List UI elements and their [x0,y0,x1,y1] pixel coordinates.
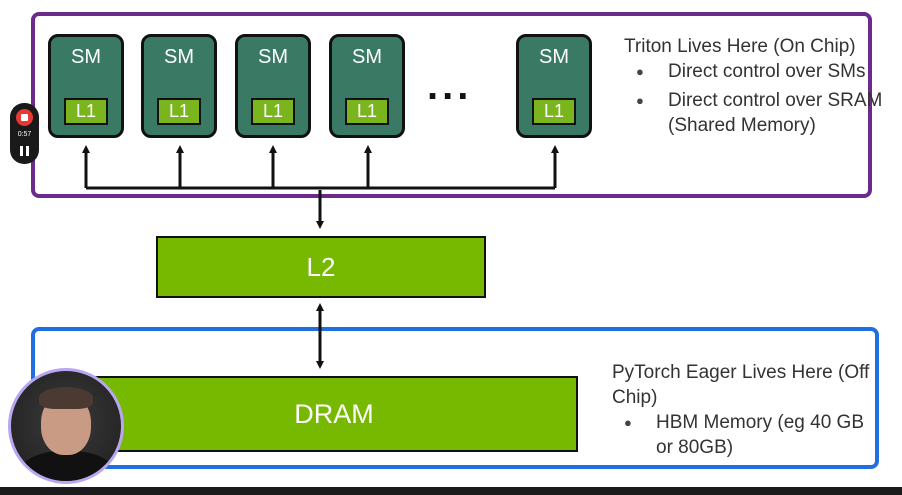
sm-label: SM [539,46,569,68]
pytorch-heading: PyTorch Eager Lives Here (Off Chip) [612,362,870,408]
pause-icon[interactable] [20,146,29,156]
sm-label: SM [258,46,288,68]
sm-label: SM [352,46,382,68]
sm-block: SM L1 [235,34,311,138]
pytorch-note: PyTorch Eager Lives Here (Off Chip) HBM … [612,360,874,460]
sm-block: SM L1 [48,34,124,138]
l1-cache: L1 [157,98,201,125]
sm-block: SM L1 [516,34,592,138]
sm-label: SM [71,46,101,68]
l1-cache: L1 [251,98,295,125]
l1-cache: L1 [64,98,108,125]
presenter-avatar [8,368,124,484]
l2-cache: L2 [156,236,486,298]
pytorch-bullet: HBM Memory (eg 40 GB or 80GB) [624,410,874,460]
l1-cache: L1 [345,98,389,125]
bottom-bar [0,487,902,495]
dram-block: DRAM [90,376,578,452]
presenter-hair [39,387,93,409]
more-sms-ellipsis: ... [427,64,473,108]
presenter-body [19,451,115,481]
triton-heading: Triton Lives Here (On Chip) [624,36,856,57]
recording-widget: 0:57 [10,103,39,164]
pytorch-bullets: HBM Memory (eg 40 GB or 80GB) [612,410,874,460]
triton-bullet: Direct control over SMs [636,59,886,84]
l1-cache: L1 [532,98,576,125]
triton-note: Triton Lives Here (On Chip) Direct contr… [624,34,886,138]
triton-bullet: Direct control over SRAM (Shared Memory) [636,88,886,138]
recording-time: 0:57 [17,131,32,138]
triton-bullets: Direct control over SMs Direct control o… [624,59,886,138]
sm-block: SM L1 [329,34,405,138]
stop-icon[interactable] [16,109,33,126]
sm-block: SM L1 [141,34,217,138]
sm-label: SM [164,46,194,68]
